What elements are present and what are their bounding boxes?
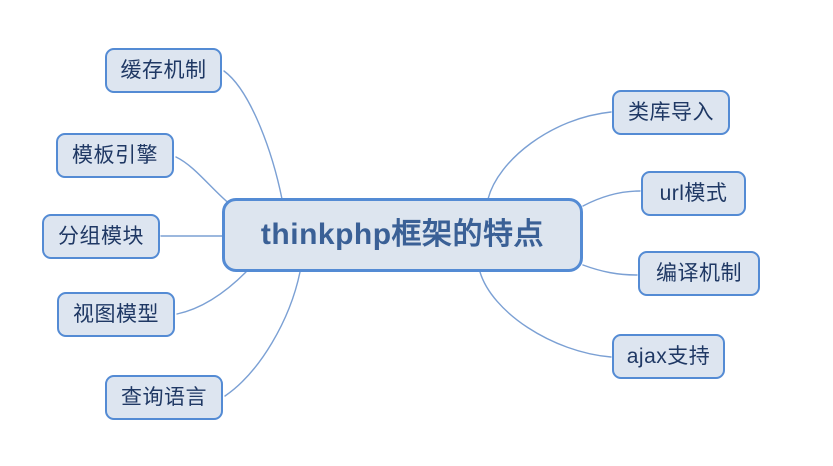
branch-node-group[interactable]: 分组模块	[42, 214, 160, 259]
branch-node-label-library: 类库导入	[628, 101, 714, 124]
branch-node-label-compile: 编译机制	[656, 262, 742, 285]
branch-node-label-query: 查询语言	[121, 386, 207, 409]
conn-template	[175, 156, 233, 207]
conn-view	[176, 271, 247, 315]
branch-node-label-group: 分组模块	[58, 225, 144, 248]
branch-node-template[interactable]: 模板引擎	[56, 133, 174, 178]
conn-url	[582, 190, 641, 207]
conn-ajax	[479, 271, 612, 358]
conn-query	[224, 271, 301, 397]
branch-node-cache[interactable]: 缓存机制	[105, 48, 222, 93]
branch-node-label-url: url模式	[659, 182, 728, 205]
central-node-label: thinkphp框架的特点	[260, 218, 545, 251]
conn-cache	[223, 70, 283, 200]
branch-node-label-view: 视图模型	[73, 303, 159, 326]
branch-node-url[interactable]: url模式	[641, 171, 746, 216]
conn-compile	[582, 264, 638, 276]
central-node[interactable]: thinkphp框架的特点	[222, 198, 583, 272]
branch-node-label-cache: 缓存机制	[120, 59, 207, 82]
branch-node-ajax[interactable]: ajax支持	[612, 334, 725, 379]
branch-node-view[interactable]: 视图模型	[57, 292, 175, 337]
branch-node-label-template: 模板引擎	[72, 144, 158, 167]
branch-node-library[interactable]: 类库导入	[612, 90, 730, 135]
conn-library	[487, 111, 612, 200]
branch-node-compile[interactable]: 编译机制	[638, 251, 760, 296]
branch-node-label-ajax: ajax支持	[626, 345, 711, 368]
branch-node-query[interactable]: 查询语言	[105, 375, 223, 420]
